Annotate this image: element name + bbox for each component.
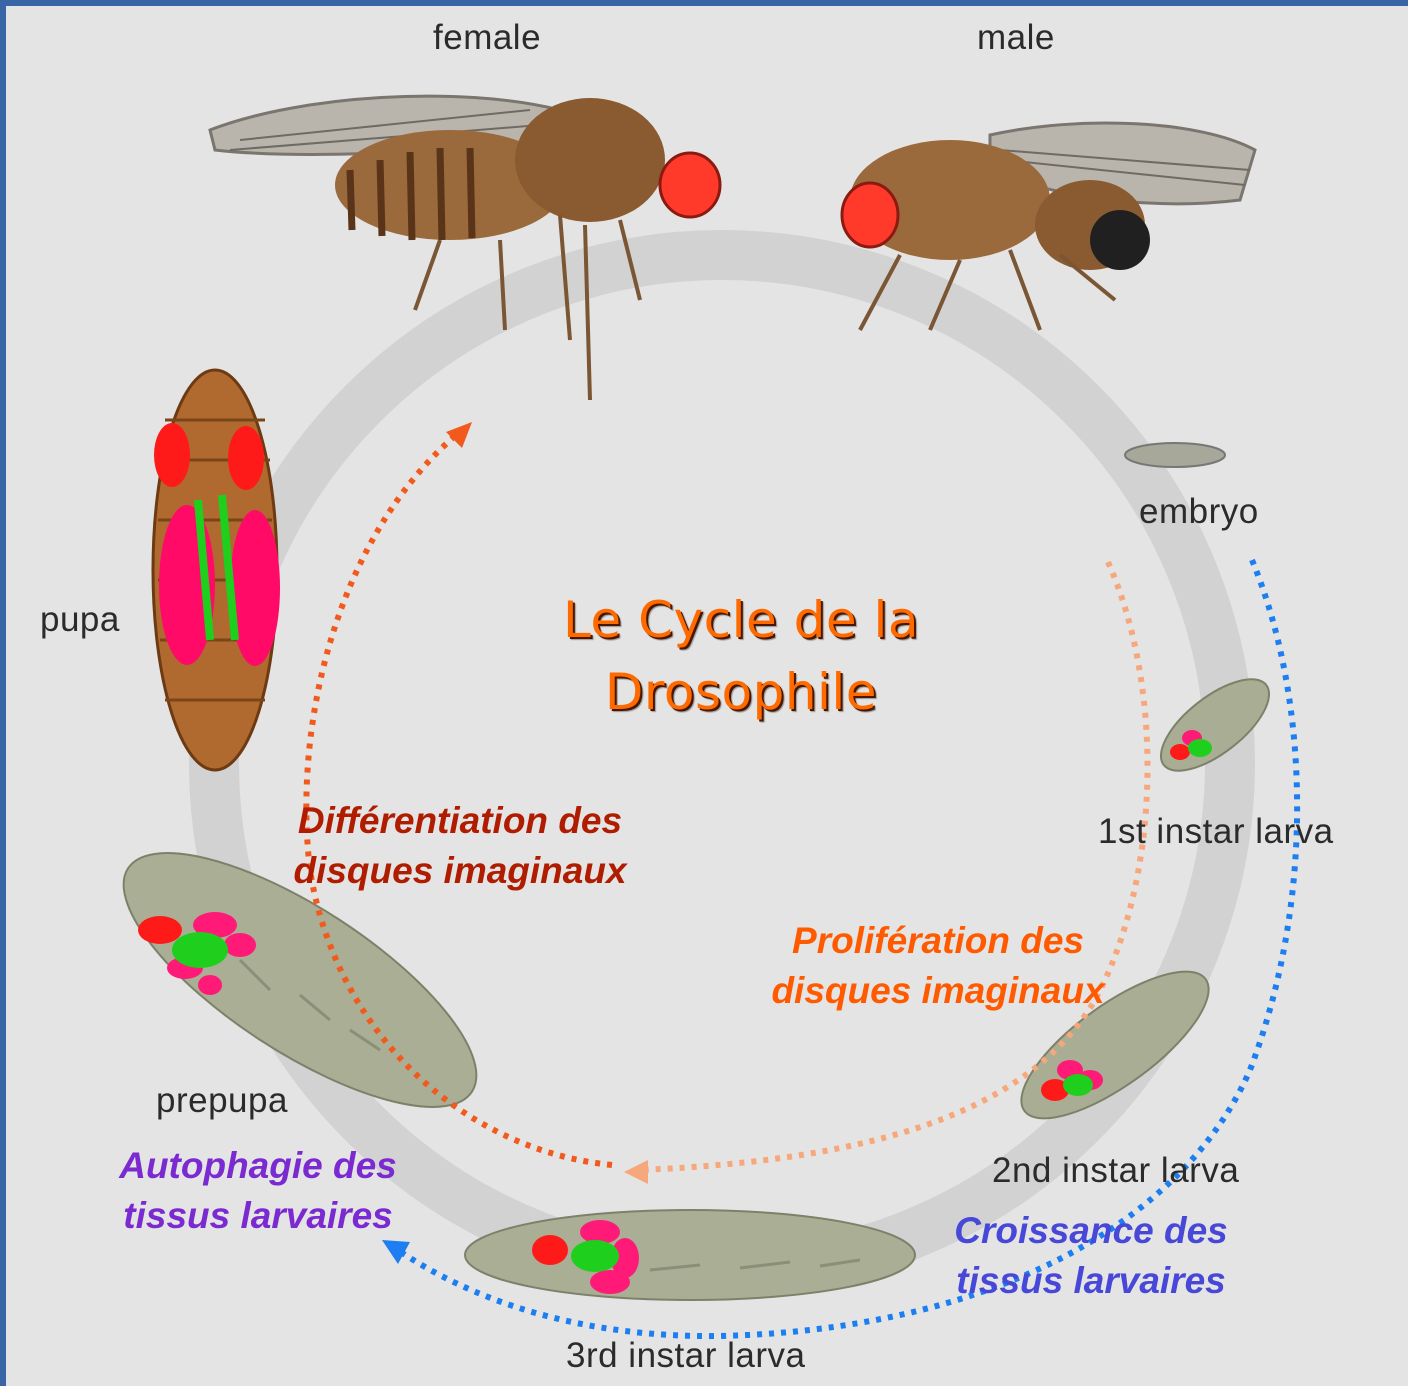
title-line-1: Le Cycle de la [446, 584, 1036, 656]
autophagy-line-2: tissus larvaires [68, 1191, 448, 1241]
proliferation-line-2: disques imaginaux [728, 966, 1148, 1016]
diagram-title: Le Cycle de la Drosophile [446, 584, 1036, 728]
differentiation-line-1: Différentiation des [250, 796, 670, 846]
label-first-instar-larva: 1st instar larva [1098, 812, 1334, 852]
label-third-instar-larva: 3rd instar larva [566, 1336, 805, 1376]
growth-label: Croissance des tissus larvaires [896, 1206, 1286, 1306]
differentiation-arrowhead [446, 422, 472, 448]
growth-line-1: Croissance des [896, 1206, 1286, 1256]
embryo-image [1125, 443, 1225, 467]
differentiation-label: Différentiation des disques imaginaux [250, 796, 670, 896]
label-prepupa: prepupa [156, 1081, 288, 1121]
diagram-panel: female male embryo 1st instar larva 2nd … [6, 6, 1408, 1386]
differentiation-line-2: disques imaginaux [250, 846, 670, 896]
title-line-2: Drosophile [446, 656, 1036, 728]
proliferation-arrowhead [624, 1160, 648, 1184]
pupa-image [153, 370, 280, 770]
growth-line-2: tissus larvaires [896, 1256, 1286, 1306]
third-instar-larva-image [465, 1210, 915, 1300]
autophagy-line-1: Autophagie des [68, 1141, 448, 1191]
label-male: male [977, 18, 1055, 58]
proliferation-label: Prolifération des disques imaginaux [728, 916, 1148, 1016]
label-female: female [433, 18, 541, 58]
cycle-ring [214, 255, 1230, 1271]
label-embryo: embryo [1139, 492, 1259, 532]
proliferation-line-1: Prolifération des [728, 916, 1148, 966]
autophagy-label: Autophagie des tissus larvaires [68, 1141, 448, 1241]
label-pupa: pupa [40, 600, 120, 640]
label-second-instar-larva: 2nd instar larva [992, 1151, 1239, 1191]
